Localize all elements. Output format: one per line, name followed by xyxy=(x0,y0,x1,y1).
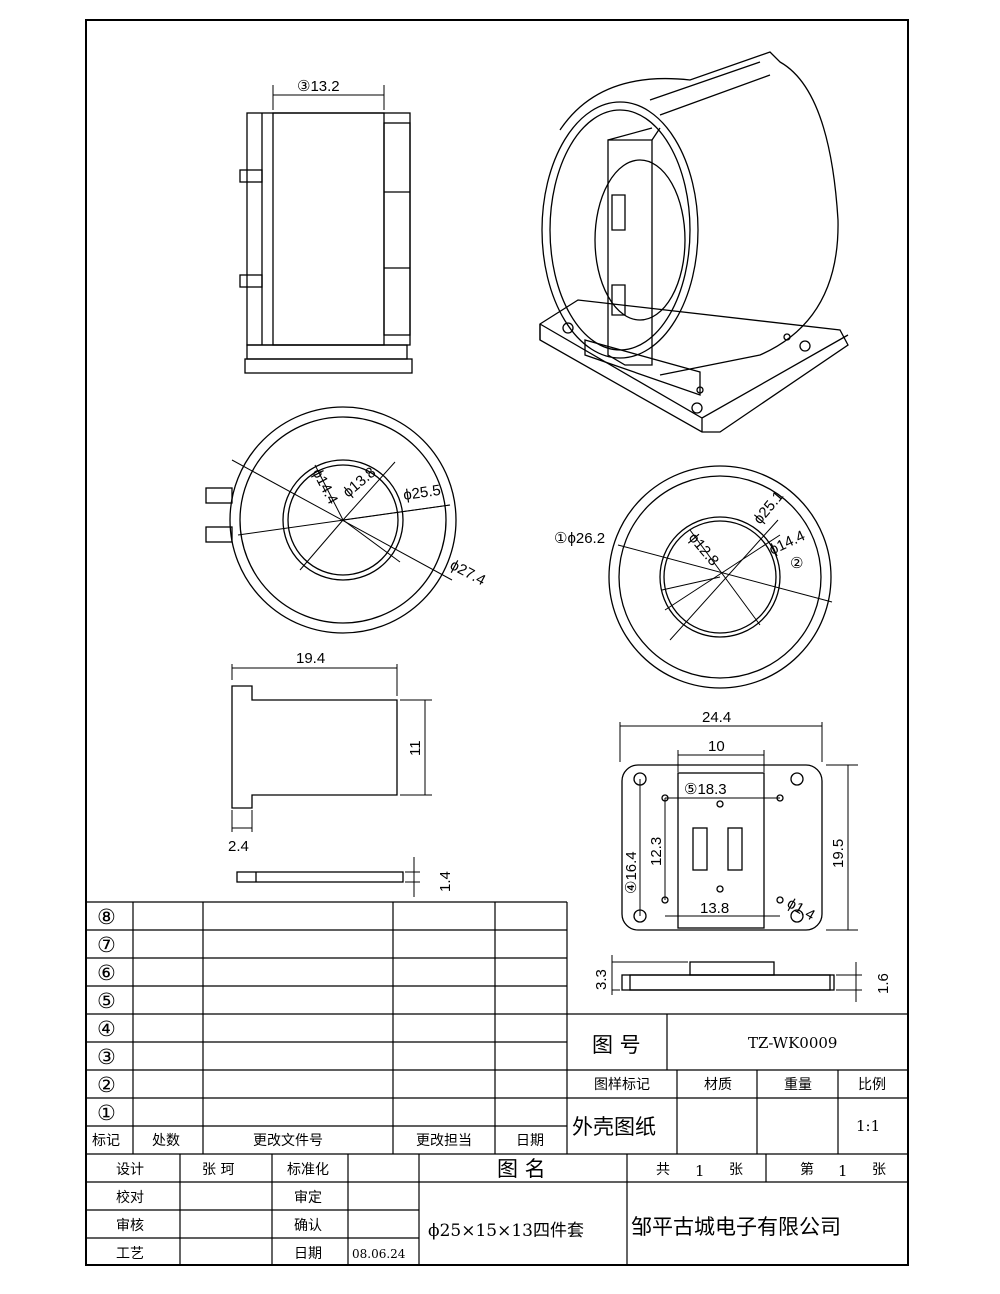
base-plate-height: 1.6 xyxy=(875,973,892,994)
rev-row-2: ② xyxy=(97,1073,116,1097)
rev-header-count: 处数 xyxy=(152,1133,180,1149)
revision-markers: ⑧ ⑦ ⑥ ⑤ ④ ③ ② ① 标记 处数 更改文件号 更改担当 日期 xyxy=(92,905,544,1149)
base-slot-width: 10 xyxy=(708,738,725,755)
drawing-no: TZ-WK0009 xyxy=(748,1034,837,1052)
sleeve-view: 19.4 11 2.4 1.4 xyxy=(228,650,454,897)
revision-table xyxy=(86,901,908,1265)
base-width: 24.4 xyxy=(702,709,731,726)
rev-row-8: ⑧ xyxy=(97,905,116,929)
approval-std-label: 标准化 xyxy=(287,1162,329,1178)
total-label: 共 xyxy=(656,1162,670,1178)
base-inner-depth: ④16.4 xyxy=(623,851,640,894)
base-depth: 19.5 xyxy=(830,839,847,868)
role-design-label: 设计 xyxy=(116,1162,144,1178)
col-mark: 图样标记 xyxy=(594,1077,650,1093)
col-weight: 重量 xyxy=(784,1077,812,1093)
front-d4: ϕ27.4 xyxy=(447,557,488,590)
rev-row-6: ⑥ xyxy=(97,961,116,985)
drawing-no-label: 图 号 xyxy=(592,1033,641,1057)
sheet-unit: 张 xyxy=(872,1162,886,1178)
back-d4-mark: ② xyxy=(790,555,803,572)
company-name: 邹平古城电子有限公司 xyxy=(631,1215,841,1239)
isometric-view xyxy=(539,51,849,433)
base-hole-span: 13.8 xyxy=(700,900,729,917)
approval-date-value: 08.06.24 xyxy=(352,1247,406,1261)
front-d3: ϕ25.5 xyxy=(402,482,442,504)
sleeve-plate-thickness: 1.4 xyxy=(437,871,454,892)
sleeve-length: 19.4 xyxy=(296,650,325,667)
sheet-label: 第 xyxy=(800,1161,814,1178)
side-width-label: ③13.2 xyxy=(297,78,340,95)
approval-date-label: 日期 xyxy=(294,1246,322,1262)
title-block: 图 号 TZ-WK0009 图样标记 材质 重量 比例 外壳图纸 1:1 设计 … xyxy=(116,1033,886,1262)
front-d1: ϕ14.4 xyxy=(308,466,341,507)
sheet-border xyxy=(85,19,909,1266)
approval-approve-label: 审定 xyxy=(294,1190,322,1206)
base-inner-width: ⑤18.3 xyxy=(684,781,727,798)
side-view: ③13.2 xyxy=(239,78,413,374)
rev-row-4: ④ xyxy=(97,1017,116,1041)
rev-header-mark: 标记 xyxy=(92,1133,120,1149)
rev-row-1: ① xyxy=(97,1101,116,1125)
front-d2: ϕ13.8 xyxy=(340,464,380,501)
drawing-title: 外壳图纸 xyxy=(572,1115,656,1139)
back-circle-view: ①ϕ26.2 ϕ25.1 ϕ12.8 ϕ14.4 ② xyxy=(554,465,833,689)
back-d4: ϕ14.4 xyxy=(767,527,808,558)
role-design-value: 张 珂 xyxy=(202,1162,234,1178)
back-d3: ϕ12.8 xyxy=(685,530,722,570)
rev-header-docno: 更改文件号 xyxy=(253,1133,323,1149)
product-name: ϕ25×15×13四件套 xyxy=(428,1221,584,1241)
scale-value: 1:1 xyxy=(856,1117,880,1135)
rev-header-date: 日期 xyxy=(516,1133,544,1149)
role-process-label: 工艺 xyxy=(116,1246,144,1262)
total-value: 1 xyxy=(695,1162,705,1180)
role-check-label: 校对 xyxy=(116,1189,144,1206)
col-material: 材质 xyxy=(704,1077,732,1093)
base-hole-pitch: 12.3 xyxy=(648,837,665,866)
drawing-name-label: 图 名 xyxy=(497,1157,546,1181)
sleeve-step: 2.4 xyxy=(228,838,249,855)
rev-header-owner: 更改担当 xyxy=(416,1133,472,1149)
base-total-height: 3.3 xyxy=(593,969,610,990)
total-unit: 张 xyxy=(729,1162,743,1178)
rev-row-7: ⑦ xyxy=(97,933,116,957)
sleeve-height: 11 xyxy=(407,740,424,756)
col-scale: 比例 xyxy=(858,1077,886,1093)
sheet-value: 1 xyxy=(838,1162,848,1180)
rev-row-5: ⑤ xyxy=(97,989,116,1013)
front-circle-view: ϕ14.4 ϕ13.8 ϕ25.5 ϕ27.4 xyxy=(205,406,488,634)
rev-row-3: ③ xyxy=(97,1045,116,1069)
base-view: 24.4 10 ⑤18.3 19.5 ④16.4 12.3 13.8 ϕ1.4 … xyxy=(593,709,892,1002)
back-d2: ϕ25.1 xyxy=(750,488,787,528)
approval-confirm-label: 确认 xyxy=(294,1218,322,1234)
back-d1: ①ϕ26.2 xyxy=(554,530,605,547)
role-review-label: 审核 xyxy=(116,1218,144,1234)
